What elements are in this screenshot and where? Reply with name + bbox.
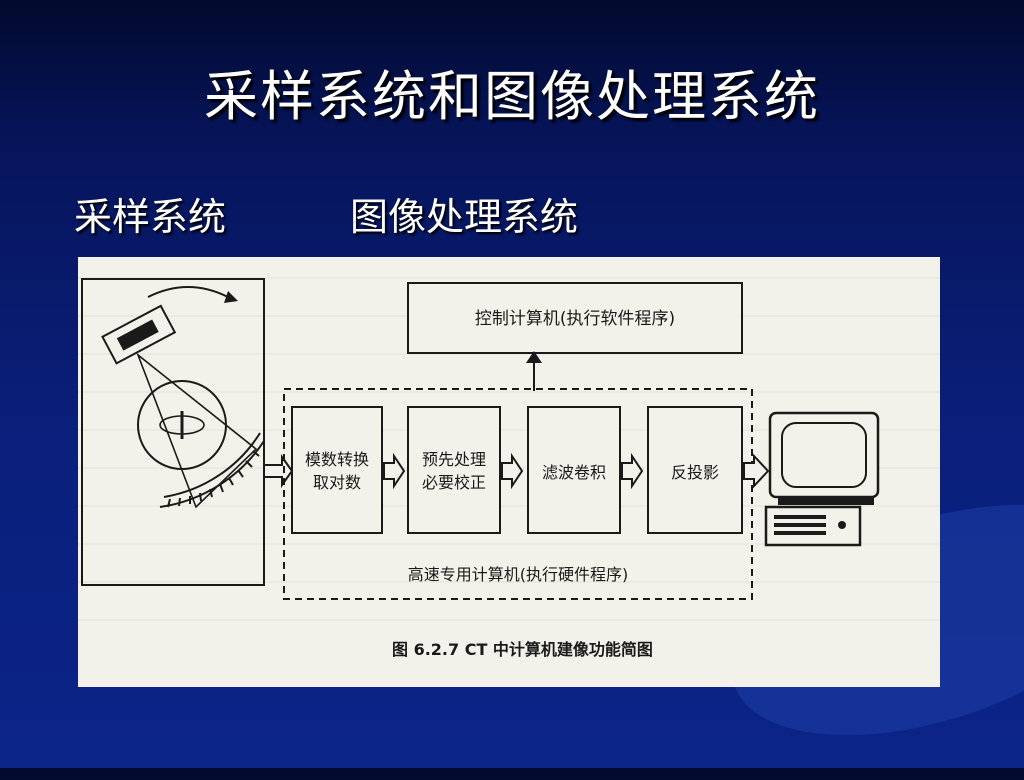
flow-arrow-up-head <box>526 351 542 363</box>
subtitle-sampling-system: 采样系统 <box>74 195 227 239</box>
step-back-projection-box <box>647 406 743 534</box>
ct-block-diagram-figure: 控制计算机(执行软件程序) 高速专用计算机(执行硬件程序) 模数转换 取对数 预… <box>78 257 940 687</box>
control-computer-label: 控制计算机(执行软件程序) <box>475 309 675 329</box>
step-preprocess-line1: 预先处理 <box>422 450 486 469</box>
ct-block-diagram: 控制计算机(执行软件程序) 高速专用计算机(执行硬件程序) 模数转换 取对数 预… <box>81 278 880 659</box>
display-monitor-illustration <box>764 411 880 547</box>
step-preprocess-box <box>407 406 501 534</box>
step-adc-box <box>291 406 383 534</box>
step-adc-line1: 模数转换 <box>305 450 369 469</box>
flow-arrow-1 <box>383 452 406 490</box>
control-computer-box <box>407 282 743 354</box>
slide-title: 采样系统和图像处理系统 <box>204 65 820 128</box>
flow-arrow-2 <box>501 452 524 490</box>
flow-arrow-4 <box>743 453 770 489</box>
step-filter-convolution-label: 滤波卷积 <box>542 463 606 482</box>
hardware-computer-label: 高速专用计算机(执行硬件程序) <box>408 565 629 584</box>
flow-arrow-3 <box>621 452 644 490</box>
step-preprocess-line2: 必要校正 <box>422 473 486 492</box>
step-back-projection-label: 反投影 <box>671 463 719 482</box>
figure-caption: 图 6.2.7 CT 中计算机建像功能简图 <box>392 640 653 659</box>
hardware-computer-group <box>283 388 753 600</box>
ct-scanner-gantry-illustration <box>101 286 265 509</box>
step-filter-convolution-box <box>527 406 621 534</box>
step-adc-line2: 取对数 <box>313 473 361 492</box>
sampling-system-panel <box>81 278 265 586</box>
subtitle-image-processing-system: 图像处理系统 <box>350 195 579 239</box>
flow-arrow-scanner <box>263 453 294 489</box>
